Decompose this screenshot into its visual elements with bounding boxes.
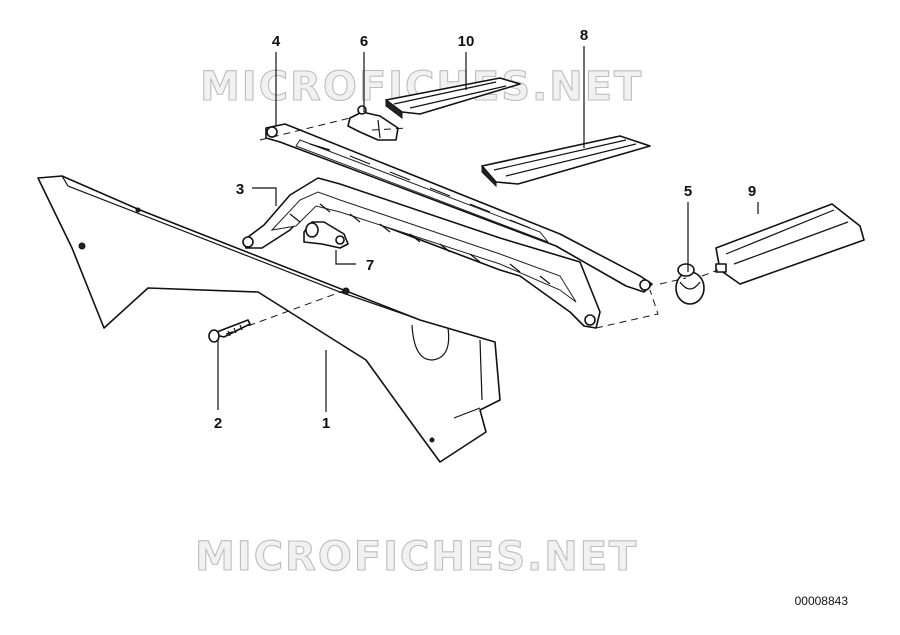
part-8-panel <box>481 135 651 188</box>
part-10-upper-panel <box>385 77 521 119</box>
part-3-lower-frame <box>242 177 601 329</box>
watermark-bottom: MICROFICHES.NET <box>195 534 638 580</box>
leader-lines <box>217 46 759 412</box>
callout-7: 7 <box>366 257 374 274</box>
part-2-screw <box>208 319 251 343</box>
watermark-top: MICROFICHES.NET <box>200 64 643 110</box>
part-1-side-panel <box>37 175 501 463</box>
part-5-connector <box>675 263 705 305</box>
callout-8: 8 <box>580 27 588 44</box>
part-9-right-panel <box>715 203 865 285</box>
assembly-lines <box>225 117 719 335</box>
callout-6: 6 <box>360 33 368 50</box>
part-6-hinge <box>347 105 399 141</box>
document-number: 00008843 <box>795 594 849 608</box>
part-7-clip <box>303 221 349 249</box>
callout-9: 9 <box>748 183 756 200</box>
callout-3: 3 <box>236 181 244 198</box>
part-4-upper-bar <box>265 123 653 293</box>
callout-4: 4 <box>272 33 281 50</box>
callouts: 1 2 3 4 5 6 7 8 9 10 <box>214 27 756 432</box>
callout-10: 10 <box>458 33 475 50</box>
callout-2: 2 <box>214 415 222 432</box>
callout-5: 5 <box>684 183 692 200</box>
callout-1: 1 <box>322 415 330 432</box>
